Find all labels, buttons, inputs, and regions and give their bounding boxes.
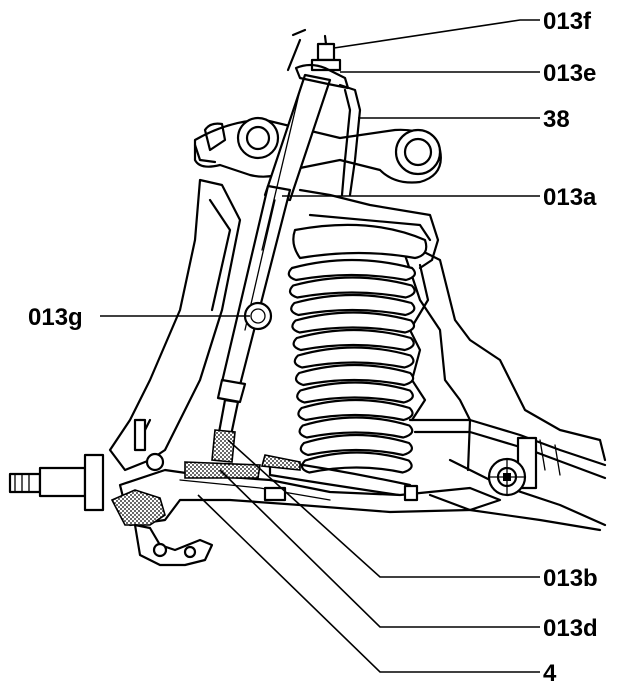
coil-spring: [287, 223, 428, 474]
rear-arm-extension: [428, 493, 602, 532]
callout-013b: 013b: [543, 565, 598, 592]
callout-013g: 013g: [28, 304, 83, 331]
callout-013e: 013e: [543, 60, 596, 87]
spring-coil: [292, 328, 415, 352]
callout-labels: 013f 013e 38 013a 013g 013b 013d 4: [28, 8, 598, 686]
spring-coil: [293, 346, 415, 369]
spring-coil: [294, 363, 415, 387]
callout-4: 4: [543, 660, 557, 686]
wheel-hub: [8, 453, 105, 512]
leader-013b: [227, 439, 540, 578]
spring-coil: [288, 276, 416, 299]
spring-coil: [299, 433, 413, 457]
upper-arm: [193, 116, 442, 184]
spring-coil: [297, 398, 414, 422]
leader-lines: [100, 19, 540, 673]
suspension-drawing: [8, 28, 607, 567]
spring-coil: [290, 293, 416, 317]
spring-coil: [298, 416, 414, 439]
bracket-38: [338, 83, 362, 197]
spring-coil: [300, 451, 413, 474]
leader-4: [197, 494, 540, 673]
body-mount-bolt: [487, 457, 527, 497]
leader-013d: [219, 469, 540, 628]
chassis-body: [403, 248, 607, 527]
ball-joint: [110, 452, 214, 567]
spring-coil: [287, 258, 416, 282]
spring-coil: [291, 311, 416, 334]
strut-top-mount: [294, 34, 350, 90]
spring-coil: [296, 381, 414, 404]
callout-013a: 013a: [543, 184, 597, 211]
strut-assembly: [216, 28, 332, 442]
leader-013f: [333, 19, 540, 49]
callout-38: 38: [543, 106, 570, 133]
lower-control-arm: [118, 468, 502, 527]
mounting-pads: [184, 429, 301, 479]
callout-013d: 013d: [543, 615, 598, 642]
callout-013f: 013f: [543, 8, 592, 35]
spring-housing: [298, 188, 440, 422]
steering-knuckle: [108, 178, 242, 472]
